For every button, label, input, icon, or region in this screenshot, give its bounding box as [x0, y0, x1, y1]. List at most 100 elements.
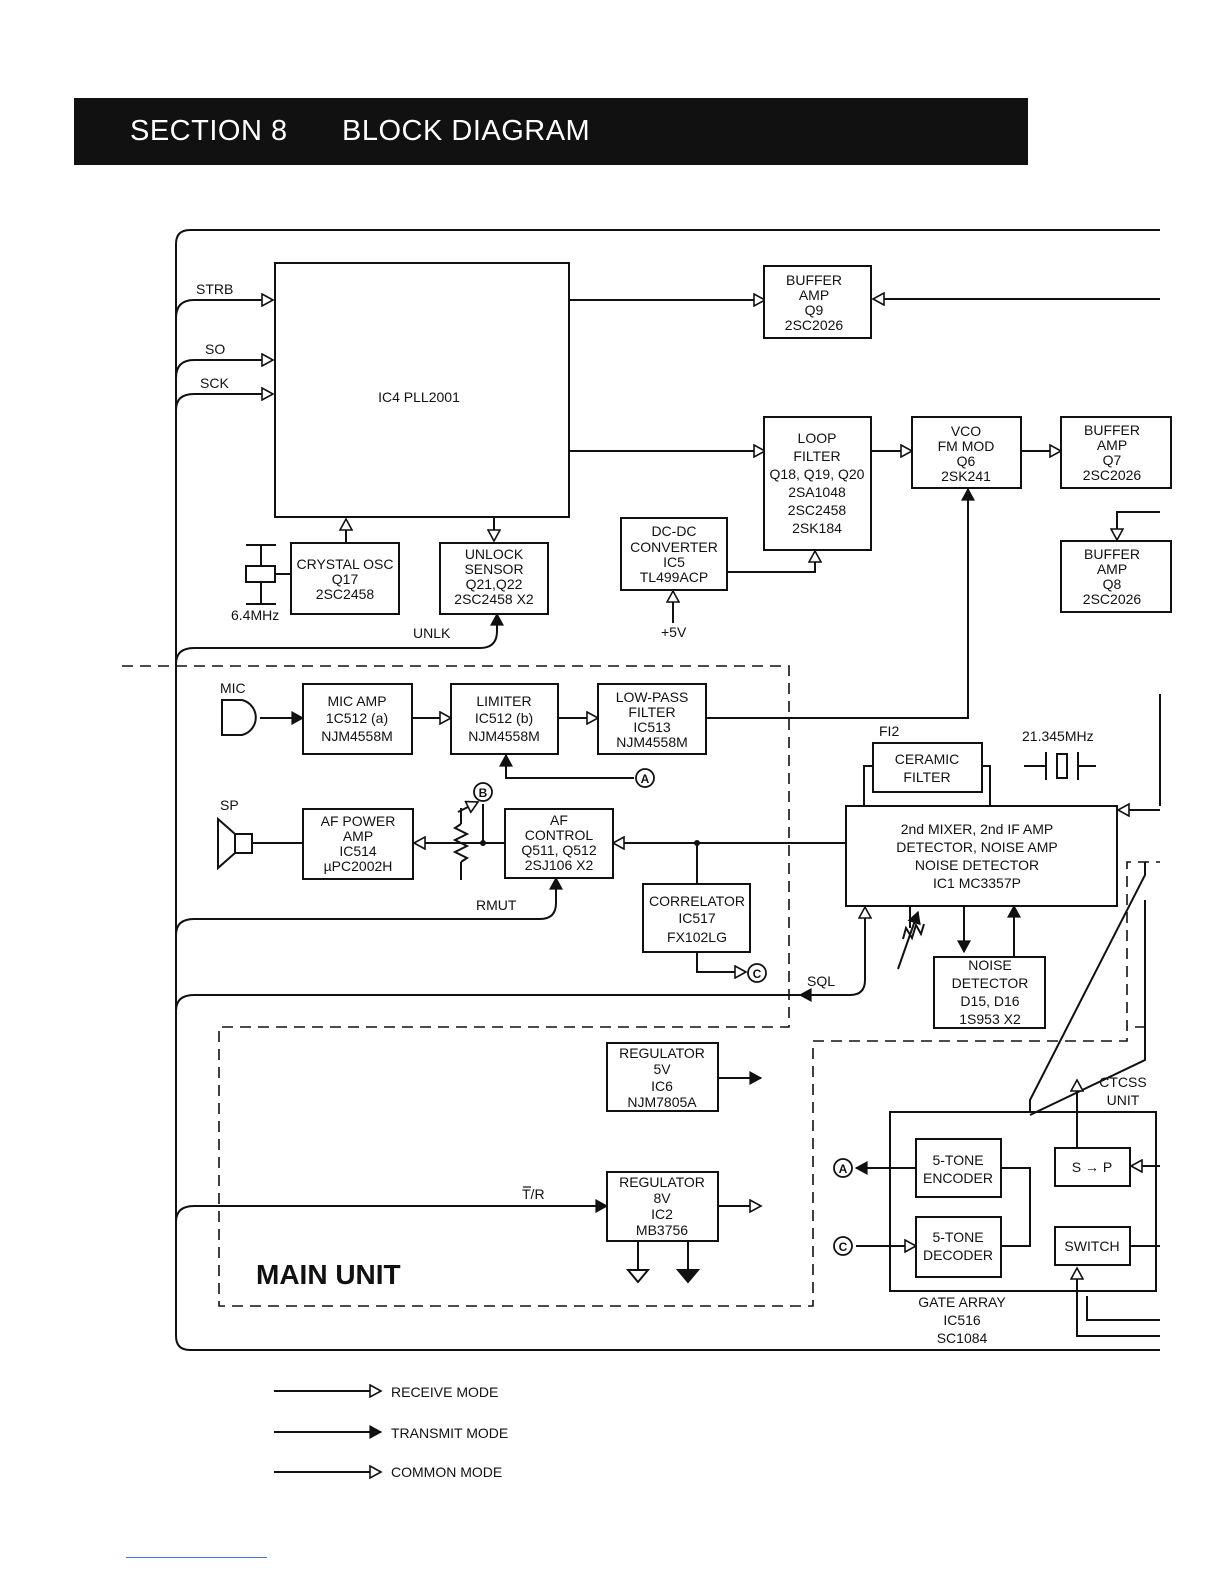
reg8-l3: IC2: [651, 1206, 673, 1222]
afpower-l2: AMP: [343, 828, 373, 844]
buf-q7-l4: 2SC2026: [1083, 467, 1142, 483]
vco-fm-mod: [911, 416, 1022, 489]
vco-l2: FM MOD: [938, 438, 995, 454]
ceramic-filter: [872, 742, 983, 793]
loop-l4: 2SA1048: [788, 484, 846, 500]
vco-l1: VCO: [951, 423, 981, 439]
lpf-l4: NJM4558M: [616, 734, 688, 750]
corr-l1: CORRELATOR: [649, 893, 745, 909]
section-title: BLOCK DIAGRAM: [342, 115, 591, 147]
limiter: [450, 683, 559, 755]
xtal1-label: 6.4MHz: [231, 607, 279, 623]
limiter-l2: IC512 (b): [475, 710, 533, 726]
switch-label: SWITCH: [1064, 1238, 1119, 1254]
mixer-l2: DETECTOR, NOISE AMP: [896, 839, 1058, 855]
enc-l1: 5-TONE: [932, 1152, 983, 1168]
plus5v-label: +5V: [661, 624, 687, 640]
unlock-l4: 2SC2458 X2: [454, 591, 534, 607]
xtal2-label: 21.345MHz: [1022, 728, 1094, 744]
fi2-label: FI2: [879, 723, 899, 739]
buf-q8-l4: 2SC2026: [1083, 591, 1142, 607]
dcdc-l2: CONVERTER: [630, 539, 718, 555]
unit-frame: [175, 229, 1160, 1351]
ctcss-l1: CTCSS: [1099, 1074, 1146, 1090]
xosc-l3: 2SC2458: [316, 586, 375, 602]
xosc-l2: Q17: [332, 571, 359, 587]
afctrl-l4: 2SJ106 X2: [525, 857, 594, 873]
dcdc-l1: DC-DC: [651, 523, 696, 539]
buf-q9-l4: 2SC2026: [785, 317, 844, 333]
noise-l2: DETECTOR: [952, 975, 1029, 991]
buffer-amp-q8: [1060, 540, 1172, 613]
so-label: SO: [205, 341, 225, 357]
dcdc-converter: [620, 517, 728, 591]
noise-l3: D15, D16: [960, 993, 1019, 1009]
noise-l1: NOISE: [968, 957, 1012, 973]
low-pass-filter: [597, 683, 707, 755]
afctrl-l2: CONTROL: [525, 827, 594, 843]
s-to-p: [1054, 1147, 1131, 1187]
unlk-label: UNLK: [413, 625, 451, 641]
ceramic-l1: CERAMIC: [895, 751, 960, 767]
ga-l2: IC516: [943, 1312, 981, 1328]
corr-l2: IC517: [678, 910, 716, 926]
section-header: SECTION 8 BLOCK DIAGRAM: [74, 98, 1028, 165]
mixer-l3: NOISE DETECTOR: [915, 857, 1039, 873]
unlock-l1: UNLOCK: [465, 546, 524, 562]
legend: [274, 1391, 381, 1472]
afpower-l3: IC514: [339, 843, 377, 859]
limiter-l1: LIMITER: [476, 693, 531, 709]
ctcss-l2: UNIT: [1107, 1092, 1140, 1108]
enc-l2: ENCODER: [923, 1170, 993, 1186]
dcdc-l3: IC5: [663, 554, 685, 570]
mixer-l1: 2nd MIXER, 2nd IF AMP: [901, 821, 1054, 837]
dec-l2: DECODER: [923, 1247, 993, 1263]
tone-decoder: [915, 1216, 1002, 1278]
marker-a: A: [641, 772, 650, 786]
stop-label: S → P: [1072, 1159, 1112, 1175]
footer-rule: [126, 1557, 267, 1558]
buf-q7-l2: AMP: [1097, 437, 1127, 453]
micamp-l3: NJM4558M: [321, 728, 393, 744]
loop-l3: Q18, Q19, Q20: [770, 466, 865, 482]
marker-c-decoder: C: [839, 1240, 848, 1254]
tr-label: T/R: [522, 1186, 545, 1202]
loop-l5: 2SC2458: [788, 502, 847, 518]
buf-q9-l3: Q9: [805, 302, 824, 318]
gate-array-frame: [889, 1111, 1157, 1292]
reg8-l1: REGULATOR: [619, 1174, 705, 1190]
afctrl-l3: Q511, Q512: [521, 842, 596, 858]
ceramic-l2: FILTER: [903, 769, 950, 785]
main-unit-label: MAIN UNIT: [256, 1259, 401, 1290]
loop-l2: FILTER: [793, 448, 840, 464]
buf-q7-l1: BUFFER: [1084, 422, 1140, 438]
vco-l4: 2SK241: [941, 468, 991, 484]
xosc-l1: CRYSTAL OSC: [297, 556, 394, 572]
lpf-l3: IC513: [633, 719, 671, 735]
buf-q9-l1: BUFFER: [786, 272, 842, 288]
reg8-l4: MB3756: [636, 1222, 688, 1238]
vco-l3: Q6: [957, 453, 976, 469]
correlator: [642, 883, 751, 953]
regulator-5v: [606, 1042, 719, 1112]
micamp-l2: 1C512 (a): [326, 710, 388, 726]
lpf-l2: FILTER: [628, 704, 675, 720]
loop-l6: 2SK184: [792, 520, 842, 536]
af-power-amp: [302, 808, 414, 880]
sp-label: SP: [220, 797, 239, 813]
dcdc-l4: TL499ACP: [640, 569, 708, 585]
legend-common: COMMON MODE: [391, 1464, 502, 1480]
unlock-l3: Q21,Q22: [466, 576, 523, 592]
section-number: SECTION 8: [130, 115, 288, 147]
micamp-l1: MIC AMP: [327, 693, 386, 709]
reg5-l1: REGULATOR: [619, 1045, 705, 1061]
unlock-l2: SENSOR: [464, 561, 523, 577]
reg5-l3: IC6: [651, 1078, 673, 1094]
sql-label: SQL: [807, 973, 835, 989]
strb-label: STRB: [196, 281, 233, 297]
buffer-amp-q9: [763, 265, 872, 339]
loop-filter: [763, 416, 872, 551]
tone-encoder: [915, 1138, 1002, 1198]
marker-b: B: [479, 786, 488, 800]
noise-detector: [933, 956, 1046, 1029]
